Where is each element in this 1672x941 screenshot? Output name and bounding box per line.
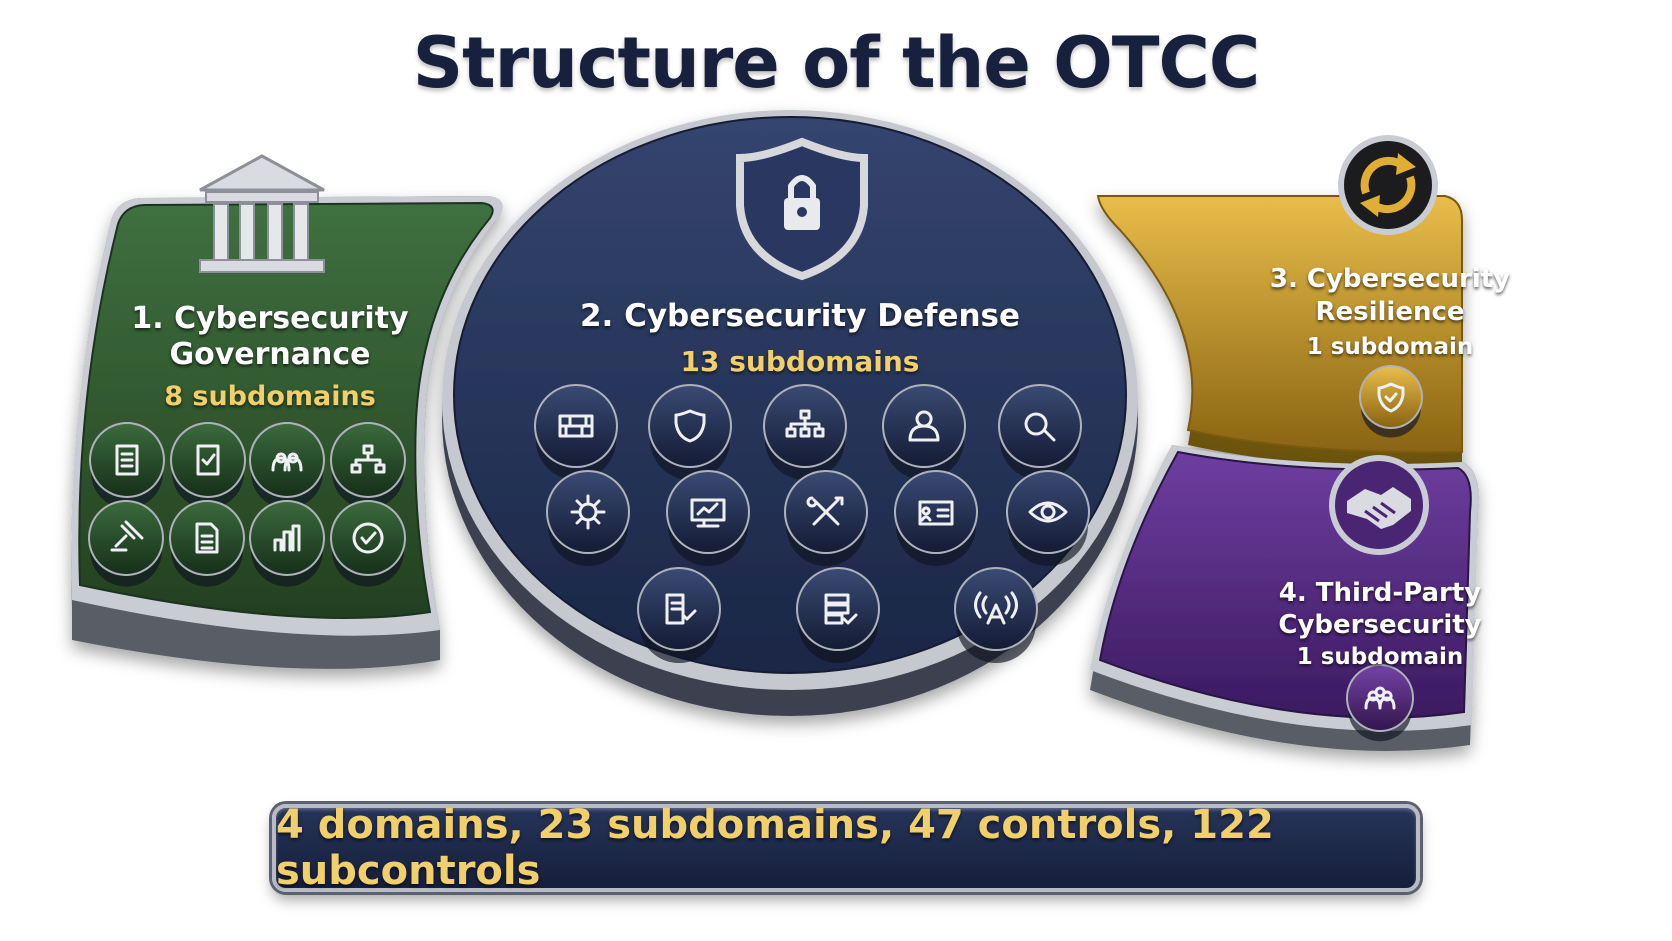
group-icon	[1364, 686, 1396, 710]
antenna-icon	[974, 591, 1018, 625]
governance-title-line2: Governance	[169, 337, 371, 372]
subdomain-button	[666, 470, 750, 566]
subdomain-button	[1359, 365, 1423, 438]
subdomain-button	[882, 384, 966, 480]
subdomain-button	[894, 470, 978, 566]
summary-bar: 4 domains, 23 subdomains, 47 controls, 1…	[272, 802, 1420, 894]
subdomain-button	[954, 567, 1038, 663]
id-card-icon	[918, 500, 954, 526]
subdomain-button	[796, 567, 880, 663]
subdomain-button	[249, 422, 325, 509]
subdomain-button	[534, 384, 618, 480]
subdomain-button	[330, 422, 406, 509]
subdomain-button	[637, 567, 721, 663]
third-party-title-line2: Cybersecurity	[1278, 610, 1482, 640]
subdomain-button	[784, 470, 868, 566]
subdomain-button	[998, 384, 1082, 480]
defense-title: 2. Cybersecurity Defense	[579, 298, 1021, 334]
eye-icon	[1028, 501, 1068, 523]
government-building-icon	[199, 154, 325, 273]
resilience-title-line1: 3. Cybersecurity	[1269, 264, 1511, 294]
third-party-title-line1: 4. Third-Party	[1278, 578, 1482, 608]
user-icon	[908, 410, 940, 442]
resilience-title-line2: Resilience	[1315, 297, 1465, 327]
governance-title: 1. Cybersecurity Governance	[110, 301, 430, 373]
document-icon	[195, 522, 219, 554]
network-hierarchy-icon	[785, 409, 825, 438]
governance-title-line1: 1. Cybersecurity	[131, 301, 409, 336]
shield-icon	[674, 409, 706, 443]
summary-text: 4 domains, 23 subdomains, 47 controls, 1…	[276, 802, 1274, 894]
gavel-icon	[110, 520, 144, 552]
bar-chart-icon	[273, 524, 301, 552]
monitor-chart-icon	[690, 498, 726, 528]
team-icon	[271, 452, 303, 472]
checkmark-badge-icon	[352, 522, 384, 554]
subdomain-button	[1346, 664, 1414, 742]
third-party-subdomains: 1 subdomain	[1296, 644, 1464, 670]
resilience-title: 3. Cybersecurity Resilience	[1250, 263, 1530, 329]
shield-check-icon	[1377, 382, 1405, 413]
handshake-icon	[1329, 455, 1429, 555]
document-check-icon	[665, 593, 697, 625]
clipboard-list-icon	[115, 444, 139, 476]
gear-icon	[570, 494, 606, 530]
subdomain-button	[330, 500, 406, 587]
clipboard-check-icon	[196, 444, 220, 476]
subdomain-button	[88, 500, 164, 587]
subdomain-button	[170, 422, 246, 509]
governance-subdomains: 8 subdomains	[164, 381, 376, 412]
page-title: Structure of the OTCC	[412, 22, 1260, 104]
subdomain-button	[763, 384, 847, 480]
firewall-icon	[558, 414, 594, 438]
shield-lock-icon	[736, 137, 868, 281]
org-chart-icon	[350, 444, 386, 474]
resilience-subdomains: 1 subdomain	[1306, 334, 1474, 360]
subdomain-button	[169, 500, 245, 587]
third-party-title: 4. Third-Party Cybersecurity	[1230, 577, 1530, 641]
server-check-icon	[824, 593, 858, 625]
subdomain-button	[249, 500, 325, 587]
defense-subdomains: 13 subdomains	[680, 345, 920, 378]
tools-icon	[806, 496, 844, 526]
subdomain-button	[1006, 470, 1090, 566]
subdomain-button	[648, 384, 732, 480]
subdomain-button	[89, 422, 165, 509]
magnifier-icon	[1024, 412, 1056, 442]
subdomain-button	[546, 470, 630, 566]
refresh-icon	[1338, 135, 1438, 235]
